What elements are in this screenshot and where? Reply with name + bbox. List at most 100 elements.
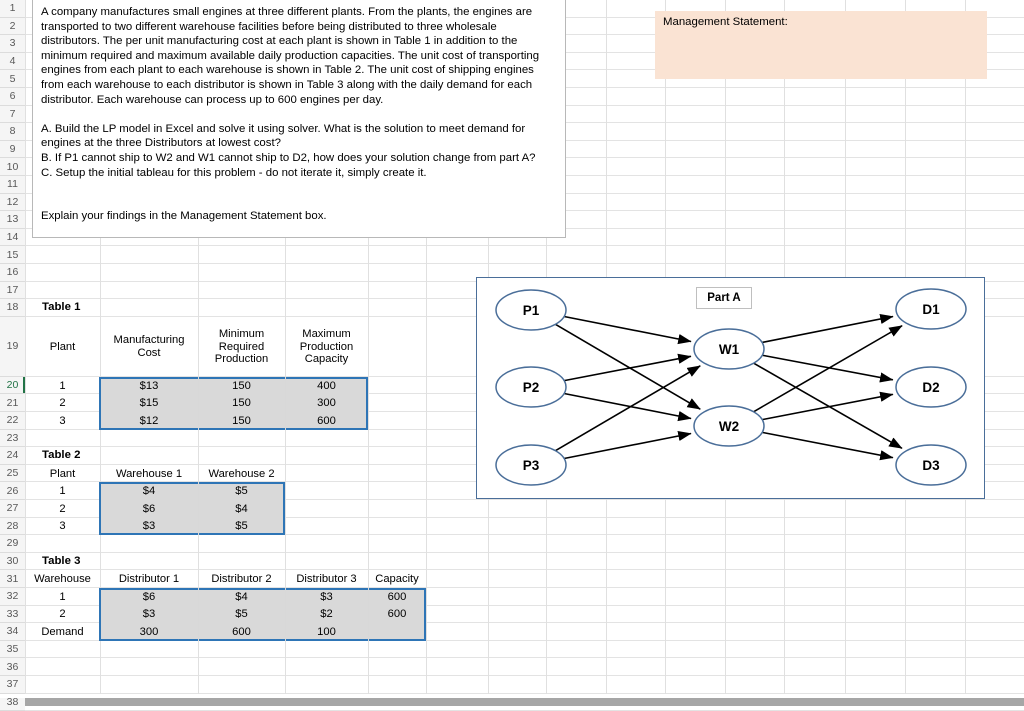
row-header-22[interactable]: 22 xyxy=(0,412,25,430)
gridline-col-1 xyxy=(100,0,101,694)
node-w2[interactable] xyxy=(693,405,765,447)
gridline-row-32 xyxy=(25,604,1024,606)
node-d1[interactable] xyxy=(895,288,967,330)
row-header-30[interactable]: 30 xyxy=(0,552,25,571)
table3-header-capacity: Capacity xyxy=(375,573,419,586)
node-p2[interactable] xyxy=(495,366,567,408)
node-p1[interactable] xyxy=(495,289,567,331)
question-a: A. Build the LP model in Excel and solve… xyxy=(41,122,526,150)
gridline-row-27 xyxy=(25,516,1024,518)
row-header-33[interactable]: 33 xyxy=(0,605,25,624)
row-header-24[interactable]: 24 xyxy=(0,447,25,465)
node-w1[interactable] xyxy=(693,328,765,370)
row-header-20[interactable]: 20 xyxy=(0,376,25,395)
table1-row-1-min-required: 150 xyxy=(232,379,251,392)
management-statement-box[interactable]: Management Statement: xyxy=(655,11,987,79)
row-header-17[interactable]: 17 xyxy=(0,281,25,300)
node-d3[interactable] xyxy=(895,444,967,486)
table3-header-distributor-2: Distributor 2 xyxy=(211,573,272,586)
row-header-9[interactable]: 9 xyxy=(0,140,25,159)
edge-w2-to-d2 xyxy=(762,391,894,421)
table3-data-block[interactable] xyxy=(99,588,426,641)
table2-header-plant: Plant xyxy=(49,467,76,480)
horizontal-scrollbar[interactable] xyxy=(25,698,1024,706)
table2-row-3-warehouse-2: $5 xyxy=(235,520,248,533)
table3-row-1-distributor-2: $4 xyxy=(235,590,248,603)
table2-row-1-warehouse-2: $5 xyxy=(235,485,248,498)
table2-row-3-plant: 3 xyxy=(59,520,66,533)
cell-separator xyxy=(285,376,286,430)
edge-w2-to-d1 xyxy=(753,325,903,413)
gridline-row-31 xyxy=(25,587,1024,588)
sheet-bottom-spacer xyxy=(0,694,1024,698)
gridline-row-35 xyxy=(25,657,1024,659)
gridline-row-30 xyxy=(25,569,1024,571)
table3-header-distributor-3: Distributor 3 xyxy=(296,573,357,586)
row-header-36[interactable]: 36 xyxy=(0,658,25,676)
row-header-7[interactable]: 7 xyxy=(0,105,25,124)
row-header-34[interactable]: 34 xyxy=(0,623,25,641)
cell-separator xyxy=(198,376,199,430)
closing-instruction: Explain your findings in the Management … xyxy=(41,210,327,223)
row-header-28[interactable]: 28 xyxy=(0,517,25,536)
table2-header-warehouse-1: Warehouse 1 xyxy=(115,467,183,480)
gridline-row-33 xyxy=(25,622,1024,624)
table2-row-1-warehouse-1: $4 xyxy=(142,485,156,498)
row-header-27[interactable]: 27 xyxy=(0,500,25,518)
row-header-11[interactable]: 11 xyxy=(0,176,25,194)
row-header-29[interactable]: 29 xyxy=(0,535,25,553)
row-header-31[interactable]: 31 xyxy=(0,570,25,588)
gridline-col-3 xyxy=(285,0,286,694)
table2-row-1-plant: 1 xyxy=(59,485,66,498)
table1-data-block[interactable] xyxy=(99,376,368,430)
row-header-12[interactable]: 12 xyxy=(0,193,25,212)
node-p3[interactable] xyxy=(495,444,567,486)
table1-row-1-mfg-cost: $13 xyxy=(139,379,159,392)
table3-row-1-distributor-3: $3 xyxy=(320,590,333,603)
gridline-row-34 xyxy=(25,639,1024,641)
row-header-32[interactable]: 32 xyxy=(0,588,25,606)
row-header-35[interactable]: 35 xyxy=(0,640,25,659)
table2-row-3-warehouse-1: $3 xyxy=(142,520,156,533)
row-header-4[interactable]: 4 xyxy=(0,52,25,71)
table3-row-2-distributor-2: $5 xyxy=(235,608,248,621)
table1-row-1-plant: 1 xyxy=(59,379,66,392)
spacer xyxy=(41,195,557,210)
node-d2[interactable] xyxy=(895,366,967,408)
management-statement-label: Management Statement: xyxy=(663,16,788,28)
table1-row-3-max-capacity: 600 xyxy=(317,414,336,427)
edge-w1-to-d1 xyxy=(761,313,894,344)
gridline-row-36 xyxy=(25,675,1024,676)
row-header-2[interactable]: 2 xyxy=(0,17,25,36)
row-header-21[interactable]: 21 xyxy=(0,394,25,412)
row-header-15[interactable]: 15 xyxy=(0,246,25,264)
table3-row-3-distributor-1: 300 xyxy=(139,625,159,638)
row-header-13[interactable]: 13 xyxy=(0,211,25,229)
row-header-26[interactable]: 26 xyxy=(0,482,25,500)
row-header-16[interactable]: 16 xyxy=(0,264,25,282)
row-header-37[interactable]: 37 xyxy=(0,676,25,694)
row-header-25[interactable]: 25 xyxy=(0,464,25,483)
row-header-8[interactable]: 8 xyxy=(0,123,25,141)
row-header-5[interactable]: 5 xyxy=(0,70,25,88)
cell-separator xyxy=(198,588,199,641)
row-header-6[interactable]: 6 xyxy=(0,88,25,106)
edge-p1-to-w2 xyxy=(555,323,701,410)
row-header-3[interactable]: 3 xyxy=(0,35,25,53)
row-header-14[interactable]: 14 xyxy=(0,228,25,247)
table1-row-3-min-required: 150 xyxy=(232,414,251,427)
table1-header-plant: Plant xyxy=(49,340,76,353)
table1-row-1-max-capacity: 400 xyxy=(317,379,336,392)
row-header-23[interactable]: 23 xyxy=(0,429,25,448)
problem-statement-textbox[interactable]: A company manufactures small engines at … xyxy=(32,0,566,238)
row-header-19[interactable]: 19 xyxy=(0,316,25,377)
row-header-18[interactable]: 18 xyxy=(0,299,25,317)
row-header-10[interactable]: 10 xyxy=(0,158,25,176)
gridline-row-29 xyxy=(25,551,1024,553)
table2-title: Table 2 xyxy=(42,449,81,462)
table2-data-block[interactable] xyxy=(99,482,285,536)
row-header-1[interactable]: 1 xyxy=(0,0,25,18)
table1-row-2-plant: 2 xyxy=(59,397,66,410)
